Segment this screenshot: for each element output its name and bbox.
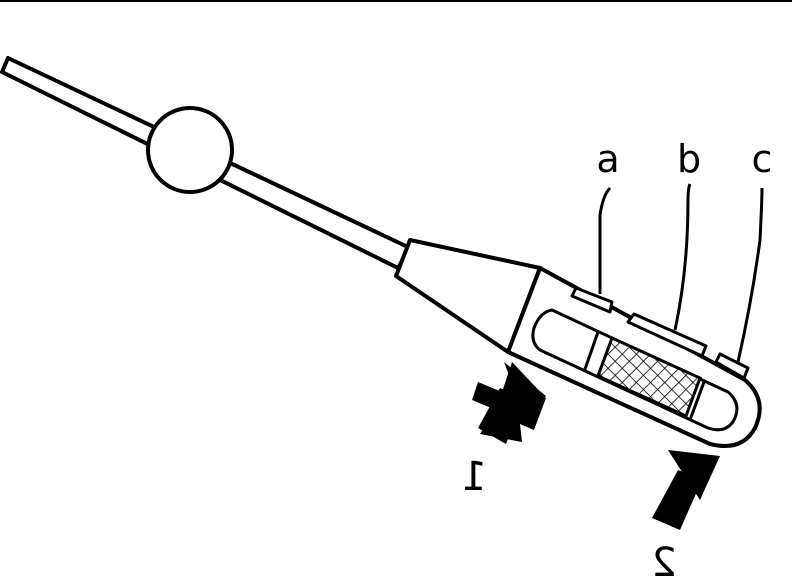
shaft-ball — [146, 106, 234, 194]
top-border-line — [0, 0, 792, 2]
label-1: 1 — [461, 454, 486, 500]
mark-tabs — [570, 286, 750, 380]
hatched-pad — [596, 335, 702, 419]
arrow-1-icon — [472, 362, 546, 444]
label-b: b — [677, 137, 701, 181]
leader-lines — [598, 183, 764, 363]
label-a: a — [596, 137, 619, 181]
label-c: c — [752, 137, 773, 181]
label-2: 2 — [651, 540, 676, 586]
arrow-2-icon — [652, 450, 720, 530]
leader-b — [673, 183, 692, 331]
leader-c — [736, 187, 764, 363]
leader-a — [598, 186, 612, 294]
